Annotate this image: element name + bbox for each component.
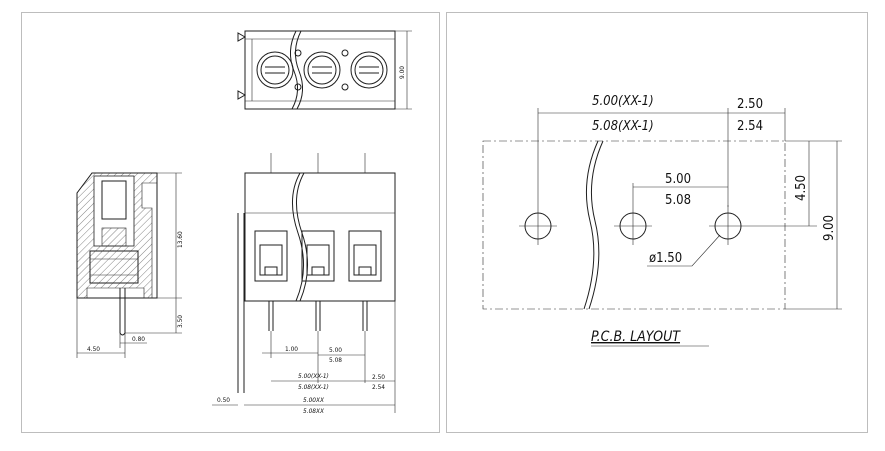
top-view: 9.00 <box>237 30 412 110</box>
side-width-label: 4.50 <box>87 345 100 353</box>
break-line-right <box>588 140 604 310</box>
pcb-pitch-b-label: 5.08 <box>665 193 691 208</box>
total-b-label: 5.08XX <box>303 407 325 415</box>
side-height-label: 13.60 <box>176 231 184 248</box>
overall-a-label: 5.00(XX-1) <box>298 372 329 380</box>
pin-width-label: 0.50 <box>217 396 230 404</box>
screw-1 <box>256 51 294 89</box>
mechanical-drawing-panel: 9.00 13.60 3.50 0.80 4.50 <box>21 12 440 433</box>
side-view: 13.60 3.50 0.80 4.50 <box>76 172 184 358</box>
mechanical-drawing: 9.00 13.60 3.50 0.80 4.50 <box>76 30 412 415</box>
pcb-height-label: 9.00 <box>822 215 837 241</box>
terminal-1 <box>254 153 288 331</box>
end-b-label: 2.54 <box>372 383 385 391</box>
pcb-end-a-label: 2.50 <box>737 97 763 112</box>
pcb-hole-3 <box>709 205 747 245</box>
pin-height-label: 3.50 <box>176 315 184 328</box>
top-height-label: 9.00 <box>398 66 406 79</box>
total-a-label: 5.00XX <box>303 396 325 404</box>
screw-3 <box>350 51 388 89</box>
end-a-label: 2.50 <box>372 373 385 381</box>
pcb-overall-a-label: 5.00(XX-1) <box>592 94 654 109</box>
pitch-b-label: 5.08 <box>329 356 342 364</box>
pcb-end-b-label: 2.54 <box>737 119 763 134</box>
pcb-hole-diameter-label: ø1.50 <box>649 251 682 266</box>
diameter-leader <box>647 234 721 267</box>
pcb-layout-title: P.C.B. LAYOUT <box>591 329 681 345</box>
overall-b-label: 5.08(XX-1) <box>298 383 329 391</box>
screw-2 <box>303 51 341 89</box>
side-pin-offset-label: 0.80 <box>132 335 145 343</box>
pcb-hole-offset-label: 4.50 <box>794 175 809 201</box>
terminal-3 <box>348 153 382 331</box>
pcb-hole-1 <box>519 207 557 245</box>
terminal-2 <box>301 153 335 331</box>
front-view: 1.00 5.00 5.08 5.00(XX-1) 5.08(XX-1) 2.5… <box>212 153 396 415</box>
pcb-outline <box>482 140 786 310</box>
pcb-layout-drawing: 5.00(XX-1) 5.08(XX-1) 2.50 2.54 5.00 5.0… <box>482 94 842 347</box>
front-pin-offset-label: 1.00 <box>285 345 298 353</box>
pitch-a-label: 5.00 <box>329 346 342 354</box>
pcb-hole-2 <box>614 207 652 245</box>
break-line-left <box>583 140 599 310</box>
pcb-overall-b-label: 5.08(XX-1) <box>592 119 654 134</box>
pcb-pitch-a-label: 5.00 <box>665 172 691 187</box>
pcb-layout-panel: 5.00(XX-1) 5.08(XX-1) 2.50 2.54 5.00 5.0… <box>446 12 868 433</box>
